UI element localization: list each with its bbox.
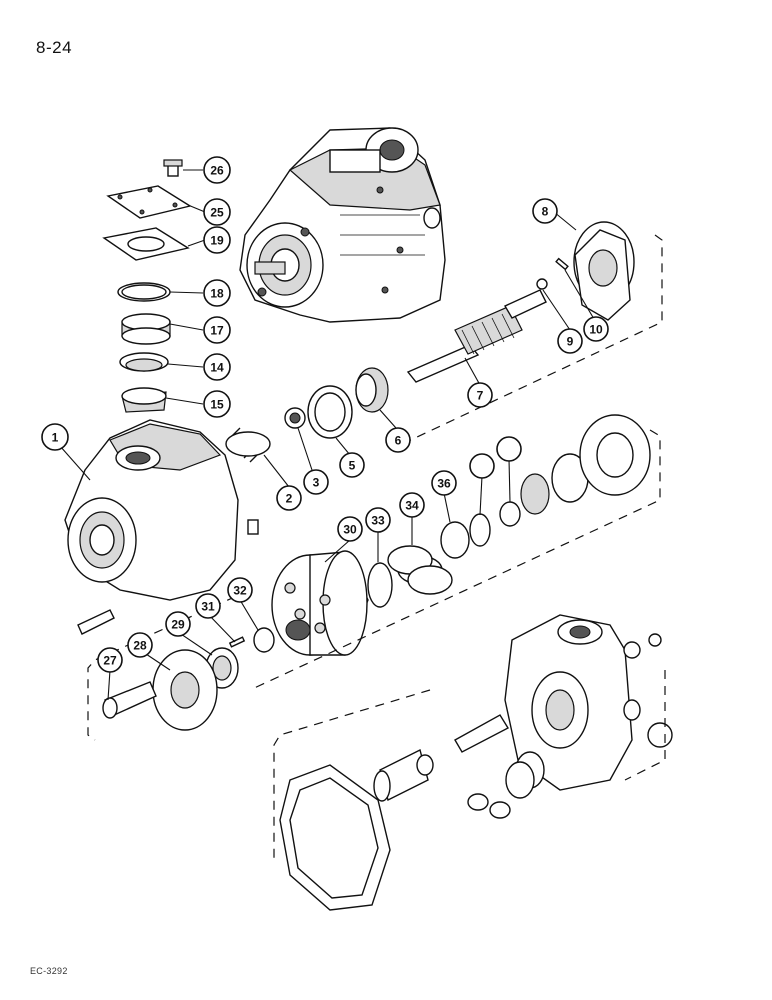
callout-9: 9: [557, 328, 583, 354]
callout-label: 9: [567, 335, 574, 349]
callout-label: 29: [171, 618, 185, 632]
callout-label: 5: [349, 459, 356, 473]
callout-6: 6: [385, 427, 411, 453]
callout-2: 2: [276, 485, 302, 511]
callout-10: 10: [583, 316, 609, 342]
callout-8: 8: [532, 198, 558, 224]
callout-26: 28: [127, 632, 153, 658]
callout-33: 36: [431, 470, 457, 496]
assembled-pump-illustration: [239, 127, 446, 323]
callout-label: 30: [343, 523, 357, 537]
callout-27: 29: [165, 611, 191, 637]
callout-label: 7: [477, 389, 484, 403]
callout-31: 33: [365, 507, 391, 533]
callout-12: 14: [203, 353, 231, 381]
callout-29: 31: [195, 593, 221, 619]
callout-34: [469, 453, 495, 479]
page-number: 8-24: [36, 38, 73, 57]
callout-label: 6: [395, 434, 402, 448]
callout-label: 2: [286, 492, 293, 506]
callout-label: 33: [371, 514, 385, 528]
cover-stack-illustration: [102, 159, 192, 413]
callout-13: 15: [203, 390, 231, 418]
callout-label: 31: [201, 600, 215, 614]
reference-code: EC-3292: [30, 966, 68, 976]
callout-label: 1: [52, 431, 59, 445]
shaft-assembly-illustration: [225, 221, 635, 463]
callout-label: 19: [210, 234, 224, 248]
callout-label: 32: [233, 584, 247, 598]
callout-1: 1: [41, 423, 69, 451]
callout-label: 15: [210, 398, 224, 412]
end-cover-illustration: [279, 614, 673, 911]
callout-label: 17: [210, 324, 224, 338]
callout-30: 32: [227, 577, 253, 603]
callout-15: 18: [203, 279, 231, 307]
callout-label: 8: [542, 205, 549, 219]
callout-label: 27: [103, 654, 117, 668]
callout-label: 36: [437, 477, 451, 491]
callout-32: 34: [399, 492, 425, 518]
callout-18: 25: [203, 198, 231, 226]
callout-19: 26: [203, 156, 231, 184]
callout-25: 27: [97, 647, 123, 673]
callout-label: 10: [589, 323, 603, 337]
rotating-group-illustration: [102, 414, 651, 731]
main-housing-illustration: [64, 419, 259, 635]
callout-17: 19: [203, 226, 231, 254]
callout-label: 34: [405, 499, 419, 513]
callout-label: 18: [210, 287, 224, 301]
callout-7: 7: [467, 382, 493, 408]
callout-36: [496, 436, 522, 462]
callout-label: 28: [133, 639, 147, 653]
callout-14: 17: [203, 316, 231, 344]
callout-label: 3: [313, 476, 320, 490]
callout-28: 30: [337, 516, 363, 542]
callout-5: 5: [339, 452, 365, 478]
callout-3: 3: [303, 469, 329, 495]
callout-label: 25: [210, 206, 224, 220]
callout-label: 14: [210, 361, 224, 375]
callout-label: 26: [210, 164, 224, 178]
